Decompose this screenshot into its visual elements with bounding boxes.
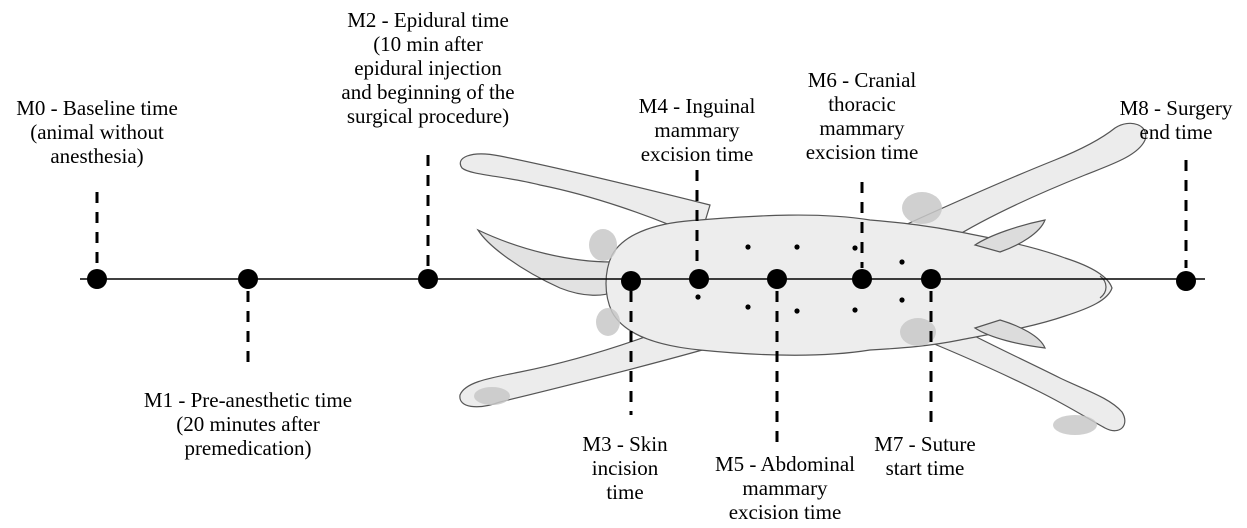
label-line: thoracic <box>806 92 919 116</box>
label-m7: M7 - Suture start time <box>874 432 976 480</box>
label-line: M3 - Skin <box>582 432 667 456</box>
marker-m4 <box>689 269 709 289</box>
label-line: mammary <box>639 118 756 142</box>
label-line: start time <box>874 456 976 480</box>
marker-m0 <box>87 269 107 289</box>
dog-fore-leg-upper <box>905 123 1146 240</box>
dog-illustration <box>460 123 1146 430</box>
marker-m5 <box>767 269 787 289</box>
label-line: and beginning of the <box>341 80 514 104</box>
label-line: M4 - Inguinal <box>639 94 756 118</box>
marker-m6 <box>852 269 872 289</box>
label-m3: M3 - Skin incision time <box>582 432 667 504</box>
label-m1: M1 - Pre-anesthetic time (20 minutes aft… <box>144 388 352 460</box>
marker-m3 <box>621 271 641 291</box>
label-m4: M4 - Inguinal mammary excision time <box>639 94 756 166</box>
label-line: M5 - Abdominal <box>715 452 855 476</box>
label-line: anesthesia) <box>16 144 178 168</box>
label-line: premedication) <box>144 436 352 460</box>
marker-m1 <box>238 269 258 289</box>
label-line: (animal without <box>16 120 178 144</box>
dog-ear-upper <box>975 220 1045 252</box>
label-line: epidural injection <box>341 56 514 80</box>
label-line: mammary <box>806 116 919 140</box>
label-m5: M5 - Abdominal mammary excision time <box>715 452 855 524</box>
label-line: time <box>582 480 667 504</box>
label-line: (20 minutes after <box>144 412 352 436</box>
marker-m8 <box>1176 271 1196 291</box>
label-m8: M8 - Surgery end time <box>1120 96 1233 144</box>
label-line: surgical procedure) <box>341 104 514 128</box>
label-line: (10 min after <box>341 32 514 56</box>
label-line: excision time <box>715 500 855 524</box>
label-line: excision time <box>639 142 756 166</box>
label-m2: M2 - Epidural time (10 min after epidura… <box>341 8 514 128</box>
label-line: M8 - Surgery <box>1120 96 1233 120</box>
label-line: M7 - Suture <box>874 432 976 456</box>
marker-m7 <box>921 269 941 289</box>
label-line: incision <box>582 456 667 480</box>
label-line: M1 - Pre-anesthetic time <box>144 388 352 412</box>
label-line: M0 - Baseline time <box>16 96 178 120</box>
label-m0: M0 - Baseline time (animal without anest… <box>16 96 178 168</box>
label-line: excision time <box>806 140 919 164</box>
marker-m2 <box>418 269 438 289</box>
label-line: end time <box>1120 120 1233 144</box>
label-line: mammary <box>715 476 855 500</box>
label-m6: M6 - Cranial thoracic mammary excision t… <box>806 68 919 164</box>
label-line: M6 - Cranial <box>806 68 919 92</box>
label-line: M2 - Epidural time <box>341 8 514 32</box>
